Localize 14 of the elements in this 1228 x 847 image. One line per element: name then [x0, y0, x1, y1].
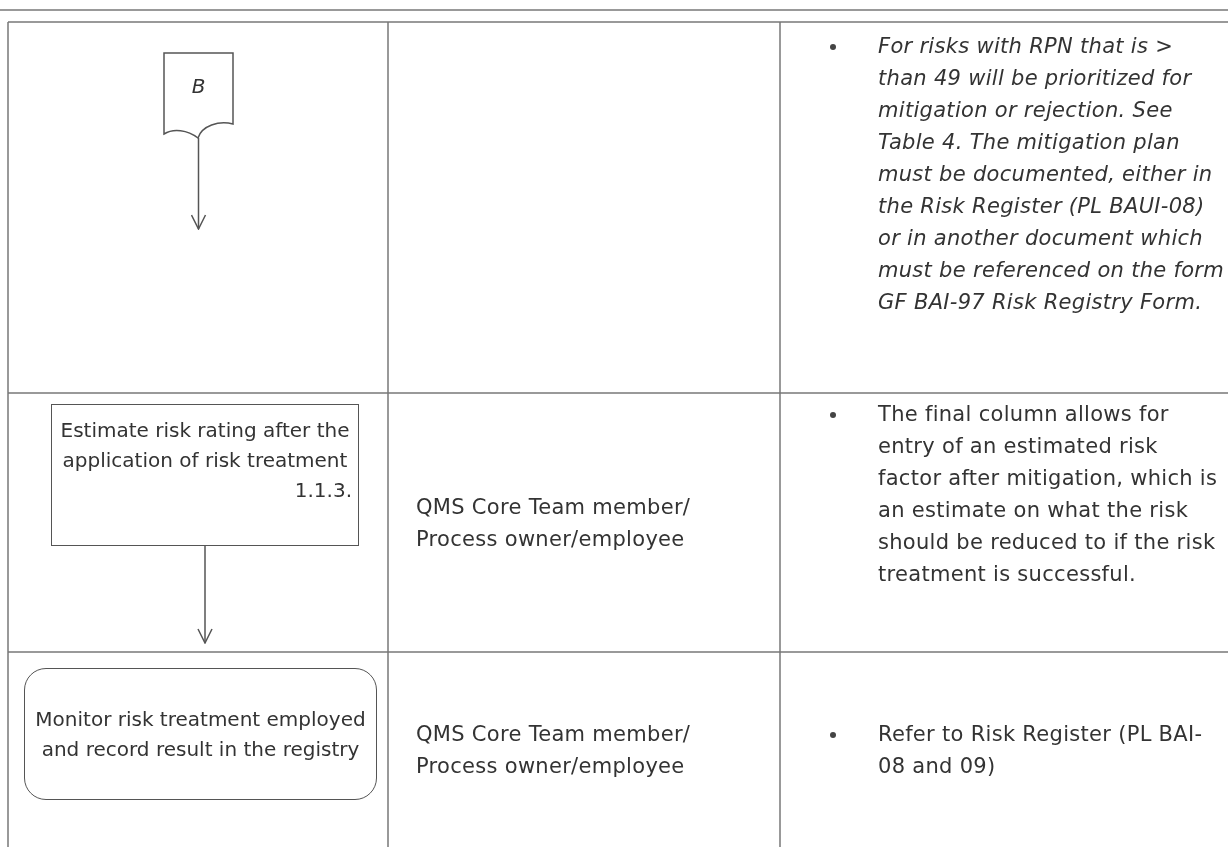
- arrow: [190, 137, 207, 230]
- responsible-text: QMS Core Team member/ Process owner/employee: [416, 720, 692, 780]
- connector-letter: B: [191, 72, 206, 100]
- terminator-box: [24, 668, 377, 800]
- step-text: Estimate risk rating after the application of risk treatment: [59, 417, 351, 474]
- responsible-text: QMS Core Team member/ Process owner/employee: [416, 493, 692, 553]
- step-text: Monitor risk treatment employed and record result in the registry: [34, 706, 367, 763]
- arrow: [197, 545, 213, 644]
- note-text: Refer to Risk Register (PL BAI-08 and 09): [878, 720, 1204, 780]
- off-page-connector: [163, 52, 234, 141]
- step-number: 1.1.3.: [293, 477, 352, 504]
- note-text: The final column allows for entry of an estimated risk factor after mitigation, which is an estimate on what the risk should be reduced to if the risk treatment is successful.: [878, 401, 1219, 588]
- process-box: [51, 404, 359, 546]
- note-text: For risks with RPN that is > than 49 will be prioritized for mitigation or rejection. See Table 4. The mitigation plan must be documented, either in the Risk Register (PL BAUI-08) or in another document which must be referenced on the form GF BAI-97 Risk Registry Form.: [878, 33, 1226, 316]
